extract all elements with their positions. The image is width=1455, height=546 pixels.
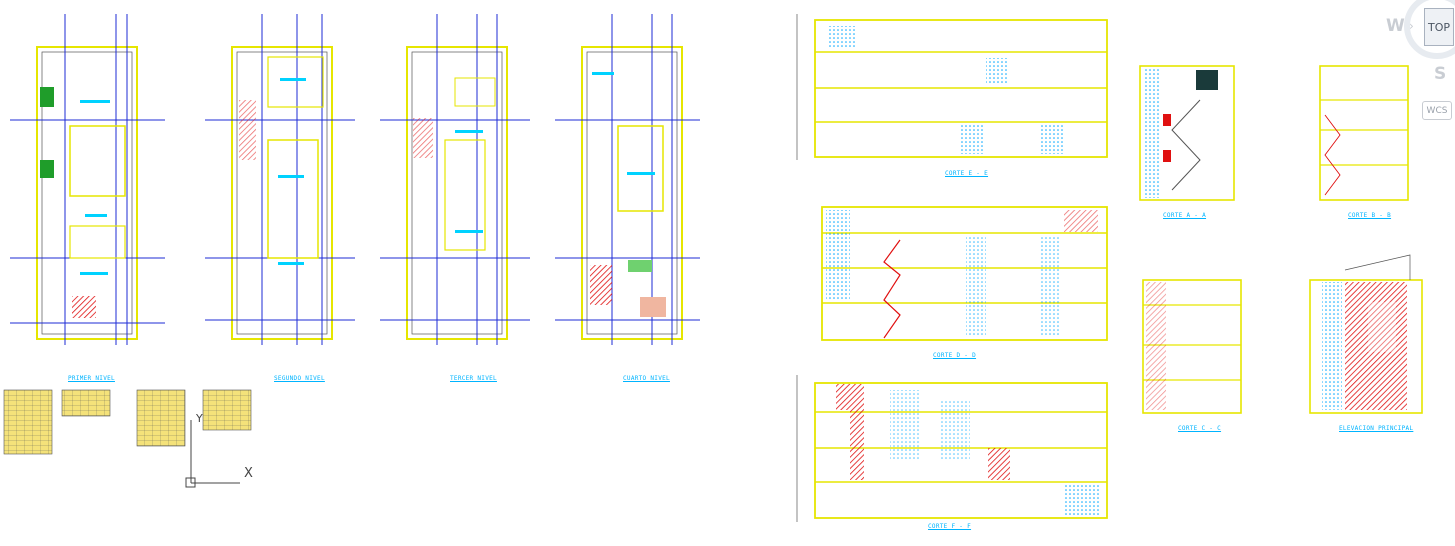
label-corte-d: CORTE D - D xyxy=(933,352,977,359)
schedule-tables xyxy=(3,389,252,455)
viewcube-arrow-icon[interactable]: › xyxy=(1409,19,1414,33)
viewcube-ring[interactable] xyxy=(1372,0,1455,120)
viewcube-west[interactable]: W xyxy=(1386,16,1405,36)
floor-plan-tercer-nivel xyxy=(380,14,530,345)
label-segundo-nivel: SEGUNDO NIVEL xyxy=(274,375,325,382)
label-primer-nivel: PRIMER NIVEL xyxy=(68,375,115,382)
wcs-menu-button[interactable]: WCS xyxy=(1422,101,1452,120)
label-corte-f: CORTE F - F xyxy=(928,523,972,530)
section-corte-c xyxy=(1142,279,1242,414)
label-corte-e: CORTE E - E xyxy=(945,170,989,177)
ucs-x-label: X xyxy=(244,466,253,481)
viewcube-top-face[interactable]: TOP xyxy=(1424,8,1454,46)
floor-plan-primer-nivel xyxy=(10,14,165,345)
elevacion-principal xyxy=(1309,254,1423,414)
label-cuarto-nivel: CUARTO NIVEL xyxy=(623,375,670,382)
label-tercer-nivel: TERCER NIVEL xyxy=(450,375,497,382)
section-corte-a xyxy=(1139,65,1235,201)
section-corte-b xyxy=(1319,65,1409,201)
floor-plan-segundo-nivel xyxy=(205,14,355,345)
label-corte-c: CORTE C - C xyxy=(1178,425,1222,432)
ucs-y-label: Y xyxy=(196,412,203,425)
viewcube-south[interactable]: S xyxy=(1434,64,1447,84)
label-corte-b: CORTE B - B xyxy=(1348,212,1392,219)
label-elevacion-principal: ELEVACION PRINCIPAL xyxy=(1339,425,1414,432)
section-corte-e xyxy=(796,14,1108,160)
viewcube[interactable]: W › TOP S WCS xyxy=(1372,0,1455,120)
ucs-icon xyxy=(185,420,240,488)
label-corte-a: CORTE A - A xyxy=(1163,212,1207,219)
floor-plan-cuarto-nivel xyxy=(555,14,700,345)
section-corte-f xyxy=(796,375,1108,522)
section-corte-d xyxy=(821,206,1108,341)
